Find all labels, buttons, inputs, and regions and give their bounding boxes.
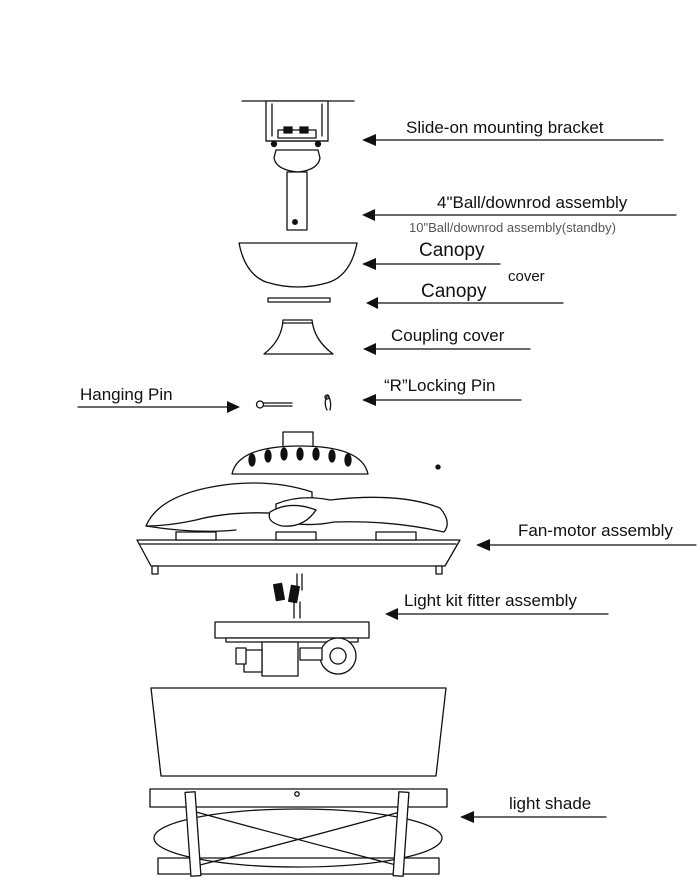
canopy-bowl xyxy=(238,242,358,288)
label-canopy-cover-suffix: cover xyxy=(508,268,545,285)
ball-downrod xyxy=(273,149,321,231)
label-light-kit-fitter: Light kit fitter assembly xyxy=(404,591,577,610)
callout-arrowheads xyxy=(227,134,490,823)
label-fan-motor: Fan-motor assembly xyxy=(518,521,673,540)
fan-motor-assembly xyxy=(136,431,461,575)
label-coupling-cover: Coupling cover xyxy=(391,326,505,345)
label-canopy: Canopy xyxy=(419,240,485,261)
label-ball-downrod-standby: 10"Ball/downrod assembly(standby) xyxy=(409,220,616,235)
canopy-cover-ring xyxy=(267,297,331,303)
r-locking-pin xyxy=(324,394,332,411)
label-light-shade: light shade xyxy=(509,794,592,813)
hanging-pin xyxy=(255,400,293,409)
label-r-locking-pin: “R”Locking Pin xyxy=(384,376,496,395)
label-hanging-pin: Hanging Pin xyxy=(80,385,173,404)
glass-shade xyxy=(150,687,447,777)
light-shade-frame xyxy=(149,788,448,877)
light-kit-fitter xyxy=(214,573,370,677)
label-slide-on-bracket: Slide-on mounting bracket xyxy=(406,118,604,137)
coupling-cover xyxy=(263,319,334,355)
mounting-bracket xyxy=(241,100,355,148)
label-canopy-cover: Canopy xyxy=(421,281,487,302)
label-ball-downrod: 4"Ball/downrod assembly xyxy=(437,193,628,212)
callout-lines xyxy=(77,139,697,818)
